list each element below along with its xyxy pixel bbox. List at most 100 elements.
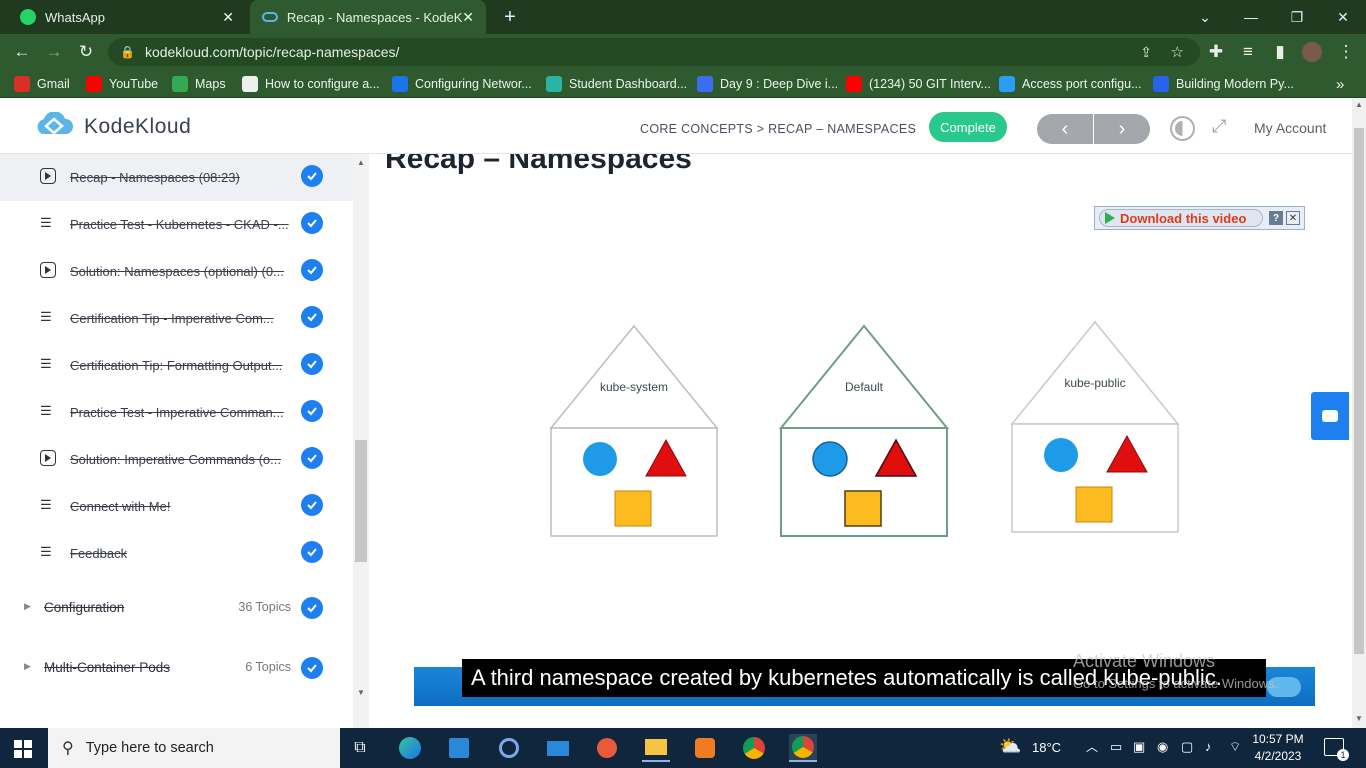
dark-mode-icon[interactable]	[1170, 116, 1195, 141]
lesson-item[interactable]: ☰ Certification Tip: Formatting Output..…	[0, 342, 353, 389]
expand-arrow-icon[interactable]: ▶	[24, 601, 31, 611]
clock-time[interactable]: 10:57 PM	[1252, 732, 1304, 746]
close-icon[interactable]: ✕	[222, 8, 234, 25]
complete-button[interactable]: Complete	[929, 112, 1007, 142]
extensions-icon[interactable]: ✚	[1208, 42, 1224, 61]
close-icon[interactable]: ✕	[1286, 211, 1300, 225]
office-app-icon[interactable]	[691, 734, 719, 762]
bookmark-git-interview[interactable]: (1234) 50 GIT Interv...	[846, 74, 991, 94]
bookmark-how-to-configure[interactable]: How to configure a...	[242, 74, 380, 94]
namespace-house-default: Default	[778, 322, 950, 538]
lesson-item[interactable]: ☰ Certification Tip - Imperative Com...	[0, 295, 353, 342]
show-hidden-icons-chevron-icon[interactable]: ︿	[1086, 740, 1099, 754]
display-icon[interactable]: ▢	[1181, 739, 1194, 754]
scrollbar-thumb[interactable]	[355, 440, 367, 562]
course-sidebar: Recap - Namespaces (08:23) ☰ Practice Te…	[0, 154, 353, 728]
mail-icon[interactable]	[544, 734, 572, 762]
app-icon[interactable]	[495, 734, 523, 762]
sidebar-scrollbar[interactable]: ▲ ▼	[353, 154, 369, 728]
menu-kebab-icon[interactable]: ⋮	[1337, 42, 1355, 61]
task-view-icon[interactable]: ⧉	[354, 739, 366, 756]
page-scrollbar[interactable]: ▲ ▼	[1352, 98, 1366, 728]
site-logo-text[interactable]: KodeKloud	[84, 115, 192, 138]
scroll-up-arrow-icon[interactable]: ▲	[357, 158, 365, 167]
bookmark-building-modern[interactable]: Building Modern Py...	[1153, 74, 1294, 94]
notification-center-icon[interactable]: 1	[1324, 738, 1349, 761]
share-icon[interactable]: ⇪	[1140, 43, 1152, 60]
scroll-up-arrow-icon[interactable]: ▲	[1355, 100, 1363, 109]
reload-icon[interactable]: ↻	[78, 42, 94, 61]
chat-widget-button[interactable]	[1311, 392, 1349, 440]
url-input[interactable]: 🔒 kodekloud.com/topic/recap-namespaces/ …	[108, 38, 1200, 66]
previous-lesson-button[interactable]: ‹	[1037, 114, 1093, 144]
scroll-down-arrow-icon[interactable]: ▼	[357, 688, 365, 697]
scroll-down-arrow-icon[interactable]: ▼	[1355, 714, 1363, 723]
network-device-icon[interactable]: ▣	[1133, 739, 1146, 754]
side-panel-icon[interactable]: ▮	[1275, 42, 1285, 61]
namespace-house-kube-system: kube-system	[549, 322, 719, 538]
lesson-item[interactable]: Solution: Imperative Commands (o...	[0, 436, 353, 483]
download-video-button[interactable]: Download this video	[1099, 209, 1263, 227]
store-icon[interactable]	[445, 734, 473, 762]
lesson-item[interactable]: ☰ Practice Test - Imperative Comman...	[0, 389, 353, 436]
cloud-icon	[546, 76, 562, 92]
snail-app-icon[interactable]	[593, 734, 621, 762]
bookmark-youtube[interactable]: YouTube	[86, 74, 158, 94]
lesson-item[interactable]: ☰ Connect with Me!	[0, 483, 353, 530]
bookmark-configuring-network[interactable]: Configuring Networ...	[392, 74, 532, 94]
next-lesson-button[interactable]: ›	[1094, 114, 1150, 144]
back-arrow-icon[interactable]: ←	[13, 42, 31, 61]
chrome-icon[interactable]	[740, 734, 768, 762]
url-text: kodekloud.com/topic/recap-namespaces/	[144, 44, 400, 60]
section-title: Configuration	[44, 600, 125, 615]
video-caption: A third namespace created by kubernetes …	[462, 659, 1266, 697]
close-icon[interactable]: ✕	[462, 8, 474, 25]
new-tab-button[interactable]: +	[504, 6, 516, 28]
expand-arrow-icon[interactable]: ▶	[24, 661, 31, 671]
taskbar-search-box[interactable]: ⚲ Type here to search	[48, 728, 340, 768]
tab-kodekloud[interactable]: Recap - Namespaces - KodeKlou ✕	[250, 0, 486, 34]
minimize-button[interactable]: —	[1244, 9, 1258, 25]
battery-icon[interactable]: ▭	[1110, 739, 1123, 754]
camera-icon[interactable]: ◉	[1157, 739, 1169, 754]
download-video-widget[interactable]: Download this video ? ✕	[1094, 206, 1305, 230]
reading-list-icon[interactable]: ≡	[1243, 42, 1253, 61]
lesson-item[interactable]: Solution: Namespaces (optional) (0...	[0, 248, 353, 295]
weather-icon[interactable]: ⛅	[999, 736, 1022, 756]
clock-date[interactable]: 4/2/2023	[1254, 749, 1302, 763]
restore-button[interactable]: ❐	[1290, 8, 1304, 25]
tab-whatsapp[interactable]: WhatsApp ✕	[8, 0, 246, 34]
page-title: Recap – Namespaces	[385, 154, 692, 175]
bookmark-day9[interactable]: Day 9 : Deep Dive i...	[697, 74, 838, 94]
bookmark-star-icon[interactable]: ☆	[1170, 44, 1184, 61]
lesson-item[interactable]: Recap - Namespaces (08:23)	[0, 154, 353, 201]
fullscreen-icon[interactable]: ⤢	[1212, 116, 1227, 136]
close-window-button[interactable]: ✕	[1337, 8, 1349, 25]
section-multi-container-pods[interactable]: ▶ Multi-Container Pods 6 Topics	[0, 648, 353, 688]
profile-avatar[interactable]	[1300, 40, 1324, 64]
bookmark-student-dashboard[interactable]: Student Dashboard...	[546, 74, 687, 94]
bookmark-gmail[interactable]: Gmail	[14, 74, 70, 94]
help-icon[interactable]: ?	[1269, 211, 1283, 225]
volume-icon[interactable]: ♪	[1205, 739, 1212, 754]
kodekloud-logo-icon[interactable]	[34, 111, 74, 140]
temperature[interactable]: 18°C	[1032, 740, 1062, 755]
section-configuration[interactable]: ▶ Configuration 36 Topics	[0, 588, 353, 628]
breadcrumb[interactable]: CORE CONCEPTS > RECAP – NAMESPACES	[640, 122, 917, 136]
completed-check-icon	[301, 447, 323, 469]
tab-search-chevron-icon[interactable]: ⌄	[1199, 8, 1211, 25]
scrollbar-thumb[interactable]	[1354, 128, 1364, 654]
bookmark-maps[interactable]: Maps	[172, 74, 226, 94]
wifi-icon[interactable]: ⌔	[1229, 739, 1242, 754]
windows-start-icon[interactable]	[14, 740, 32, 758]
youtube-icon	[846, 76, 862, 92]
lesson-item[interactable]: ☰ Feedback	[0, 530, 353, 577]
more-bookmarks-icon[interactable]: »	[1336, 75, 1345, 93]
forward-arrow-icon[interactable]: →	[45, 42, 63, 61]
bookmark-access-port[interactable]: Access port configu...	[999, 74, 1142, 94]
my-account-link[interactable]: My Account	[1254, 120, 1327, 136]
file-explorer-icon[interactable]	[642, 734, 670, 762]
lesson-item[interactable]: ☰ Practice Test - Kubernetes - CKAD -...	[0, 201, 353, 248]
chrome-profile-icon[interactable]	[789, 734, 817, 762]
edge-icon[interactable]	[396, 734, 424, 762]
